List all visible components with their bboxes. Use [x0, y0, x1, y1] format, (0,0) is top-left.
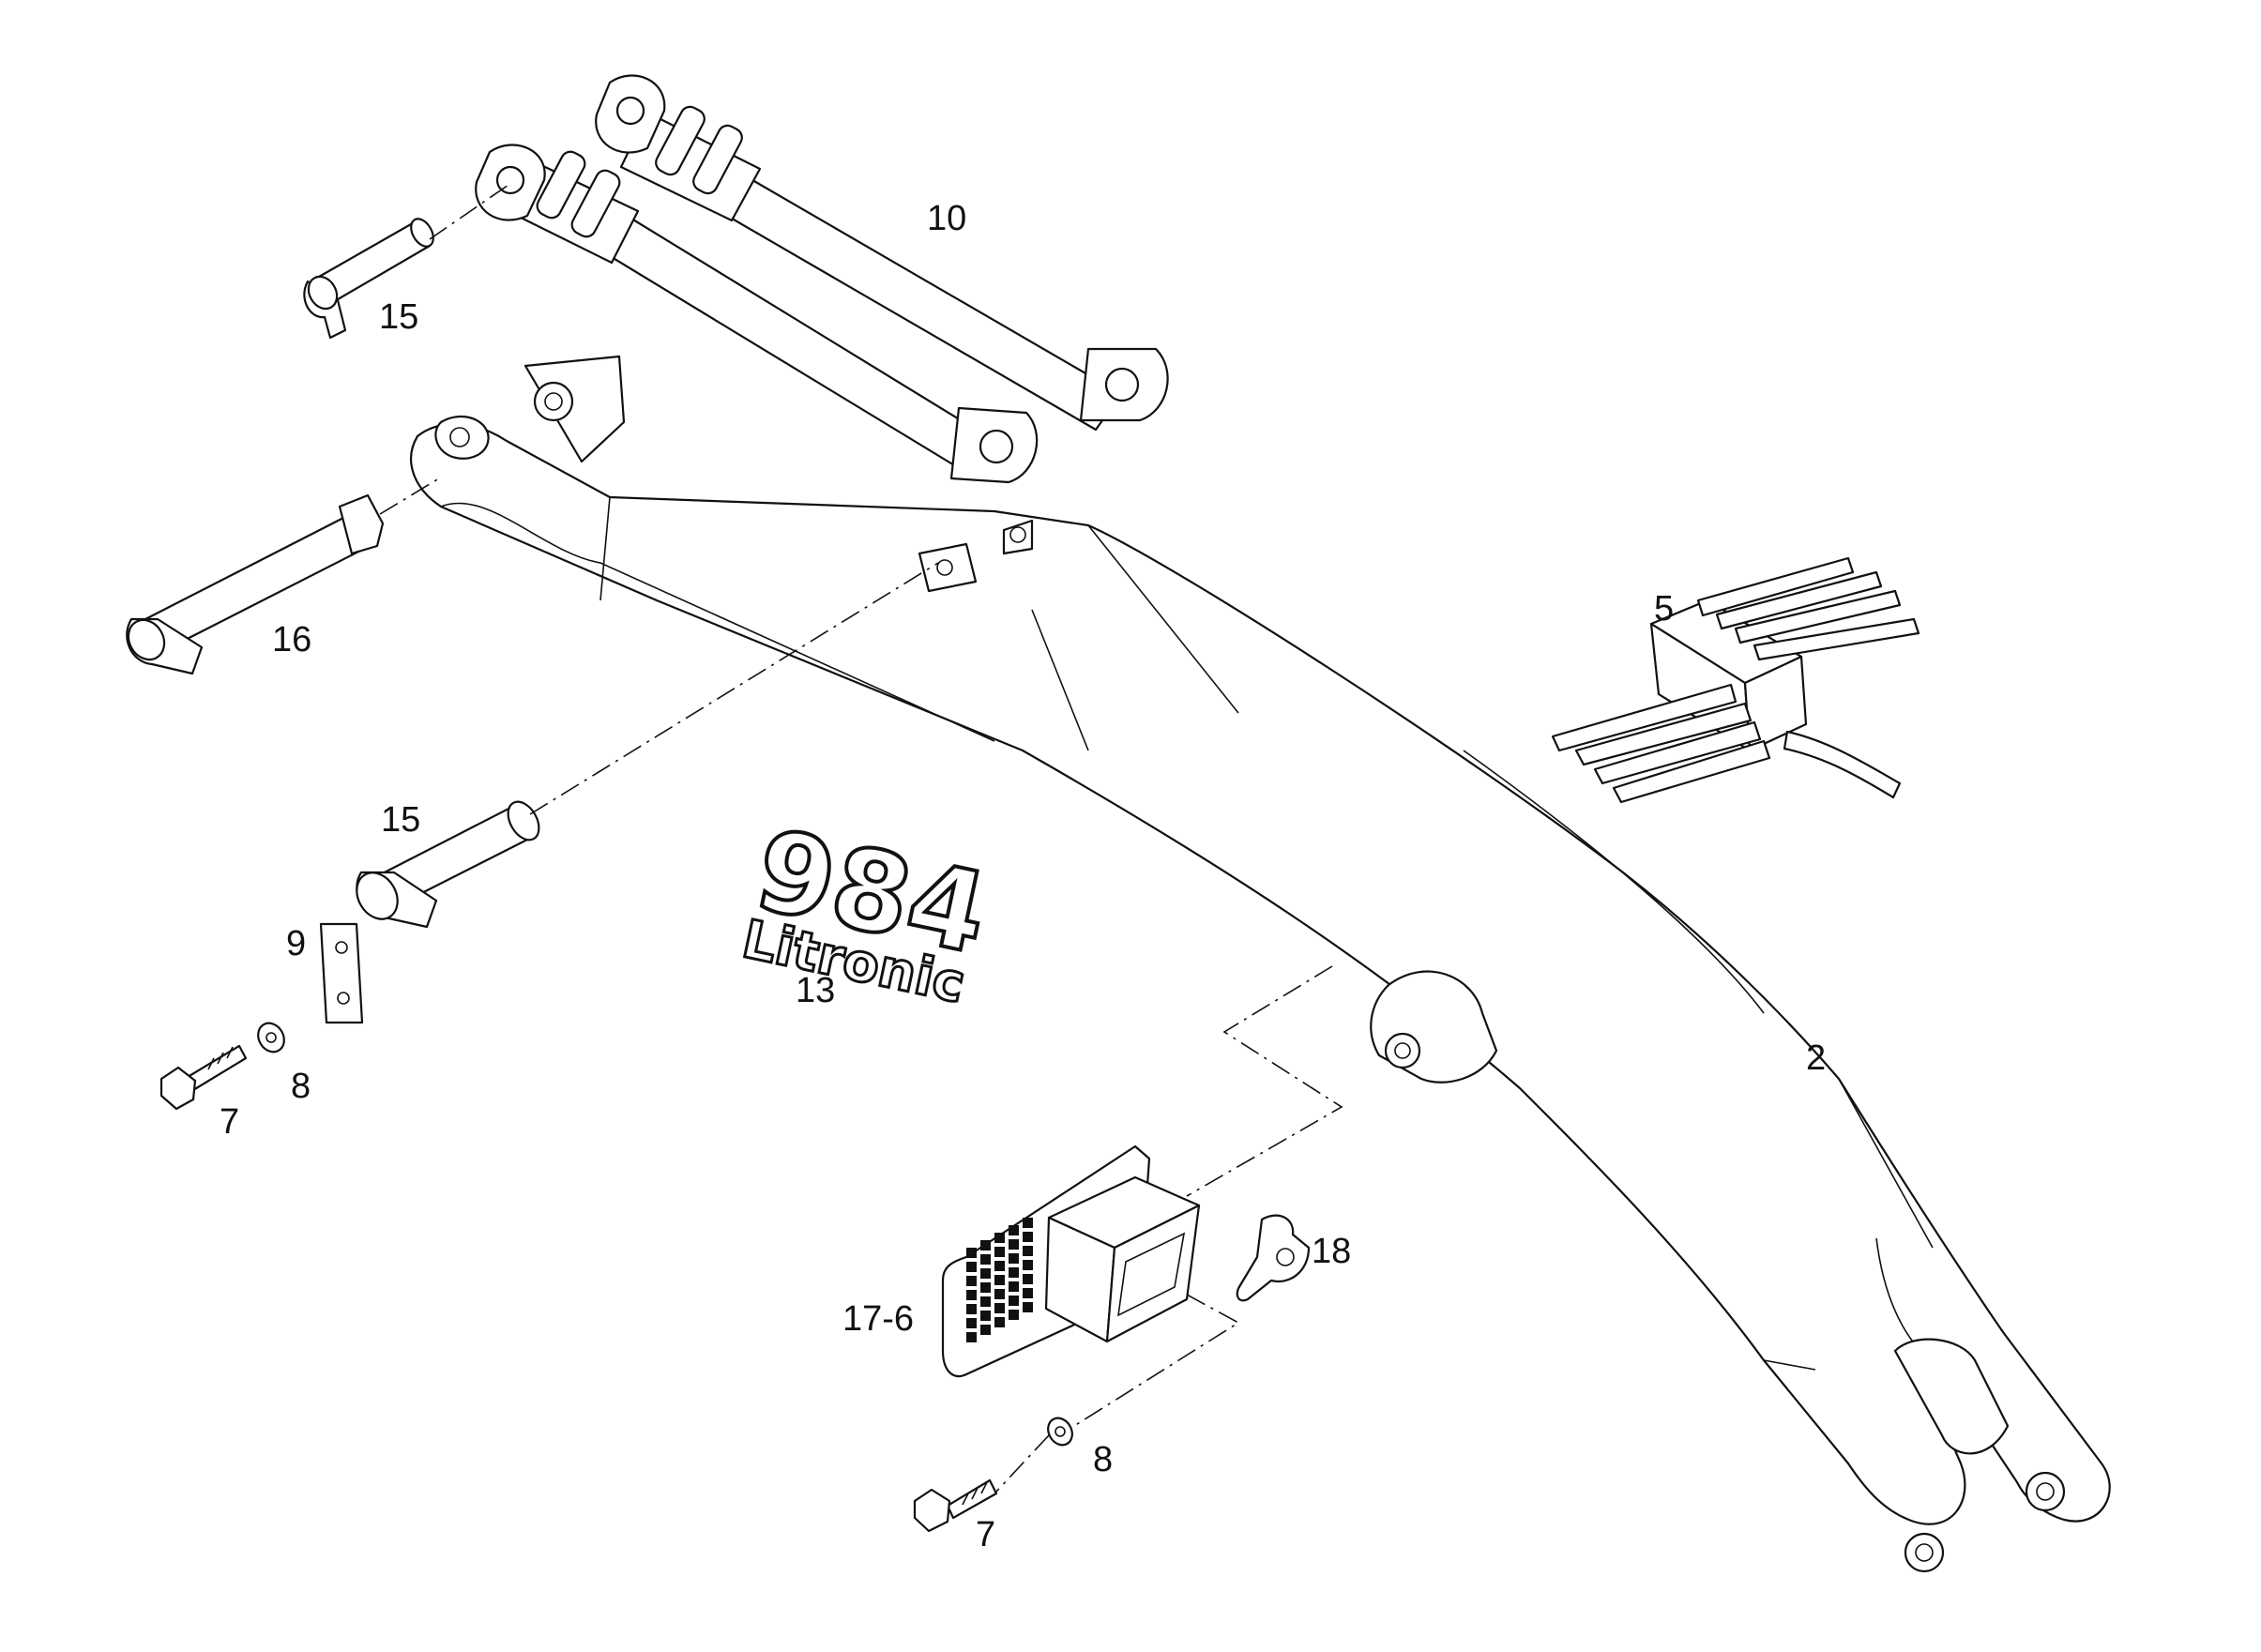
grille-cell	[966, 1304, 977, 1314]
grille-cell	[1023, 1288, 1033, 1298]
grille-cell	[980, 1254, 991, 1265]
grille-cell	[1023, 1246, 1033, 1256]
grille-cell	[966, 1290, 977, 1300]
grille	[941, 1144, 1201, 1377]
callout-grille: 17-6	[842, 1299, 914, 1339]
callout-pin-long: 16	[272, 620, 311, 659]
grille-cell	[1023, 1232, 1033, 1242]
hydraulic-cylinder-rear	[595, 74, 1169, 432]
callout-plate: 9	[286, 924, 306, 963]
callout-bolt-bottom: 7	[976, 1515, 995, 1554]
callout-clip: 18	[1312, 1232, 1351, 1271]
grille-cell	[980, 1311, 991, 1321]
grille-cell	[966, 1276, 977, 1286]
grille-cell	[994, 1247, 1005, 1257]
grille-cell	[1009, 1281, 1019, 1292]
pin-mid	[356, 800, 540, 929]
grille-cell	[980, 1240, 991, 1250]
callout-labels: 10 15 16 15 9 8 7 13 5 2 18 17-6 8 7	[220, 199, 1826, 1554]
valve-block	[1551, 556, 1920, 804]
grille-cell	[994, 1317, 1005, 1327]
grille-cell	[1009, 1239, 1019, 1250]
grille-cell	[994, 1275, 1005, 1285]
boom	[410, 355, 2111, 1573]
grille-cell	[1023, 1302, 1033, 1312]
callout-boom: 2	[1806, 1038, 1826, 1078]
grille-cell	[1009, 1267, 1019, 1278]
pin-long	[126, 493, 385, 675]
grille-cell	[994, 1289, 1005, 1299]
callout-washer-bottom: 8	[1093, 1440, 1113, 1479]
clip	[1236, 1214, 1311, 1302]
grille-cell	[994, 1233, 1005, 1243]
grille-cell	[980, 1325, 991, 1335]
grille-cell	[1023, 1274, 1033, 1284]
grille-cell	[1009, 1296, 1019, 1306]
callout-valve-block: 5	[1654, 589, 1674, 629]
decal-984-litronic: 984 Litronic	[736, 802, 1000, 1016]
callout-pin-top: 15	[379, 297, 418, 337]
grille-cell	[966, 1318, 977, 1328]
washer-left	[257, 1022, 285, 1053]
grille-cell	[1009, 1225, 1019, 1235]
hydraulic-cylinder-front	[475, 144, 1039, 484]
grille-cell	[966, 1248, 977, 1258]
grille-cell	[994, 1303, 1005, 1313]
grille-cell	[994, 1261, 1005, 1271]
callout-bolt-left: 7	[220, 1102, 239, 1142]
grille-cell	[966, 1262, 977, 1272]
grille-cell	[966, 1332, 977, 1342]
grille-cell	[1009, 1253, 1019, 1264]
bolt-bottom	[913, 1478, 998, 1533]
grille-cell	[980, 1296, 991, 1307]
grille-cell	[1009, 1310, 1019, 1320]
grille-mesh	[966, 1218, 1033, 1342]
grille-cell	[1023, 1260, 1033, 1270]
bolt-left	[159, 1044, 248, 1111]
plate	[319, 922, 364, 1024]
callout-pin-mid: 15	[381, 800, 420, 840]
grille-cell	[980, 1282, 991, 1293]
grille-cell	[980, 1268, 991, 1279]
callout-decal: 13	[796, 971, 835, 1010]
callout-cylinders: 10	[927, 199, 966, 238]
pin-top	[303, 218, 434, 340]
grille-cell	[1023, 1218, 1033, 1228]
callout-washer-left: 8	[291, 1067, 311, 1106]
washer-bottom	[1047, 1417, 1073, 1447]
leader-lines	[379, 182, 1343, 1493]
